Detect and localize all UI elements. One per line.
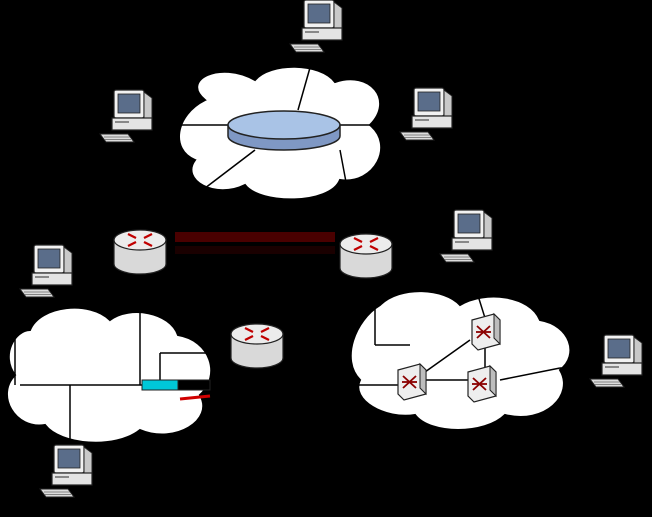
ring-network-icon	[227, 110, 341, 151]
left-router-icon	[112, 228, 168, 276]
switch-lower-left-icon	[397, 363, 427, 401]
upper-right-computer-icon	[399, 87, 453, 141]
right-cluster-computer-icon	[439, 209, 493, 263]
switch-upper-icon	[471, 313, 501, 351]
hub-segment	[141, 379, 211, 401]
left-computer-icon	[19, 244, 73, 298]
right-cloud	[349, 290, 572, 431]
far-right-computer-icon	[589, 334, 643, 388]
bottom-left-computer-icon	[39, 444, 93, 498]
switch-lower-right-icon	[467, 365, 497, 403]
link-bar-upper	[175, 232, 335, 242]
link-bar-lower	[175, 246, 335, 254]
network-links	[14, 49, 600, 455]
top-computer-icon	[289, 0, 343, 53]
right-router-icon	[338, 232, 394, 280]
center-router-icon	[229, 322, 285, 370]
left-cloud	[5, 306, 212, 444]
upper-left-computer-icon	[99, 89, 153, 143]
